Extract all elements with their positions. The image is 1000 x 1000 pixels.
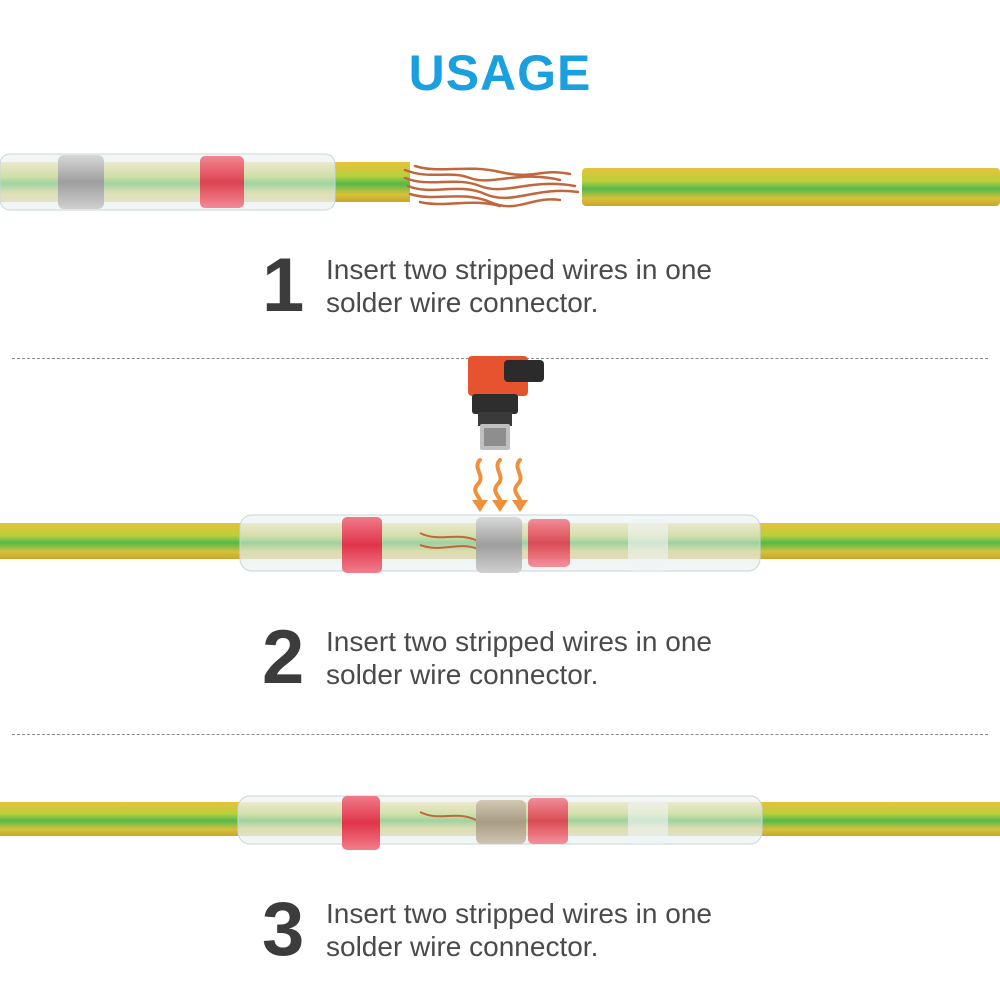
step-line-2: solder wire connector.	[326, 659, 599, 690]
step-line-1: Insert two stripped wires in one	[326, 254, 712, 285]
heat-gun-icon	[468, 356, 544, 450]
step-2: 2 Insert two stripped wires in one solde…	[262, 620, 712, 696]
step-line-2: solder wire connector.	[326, 931, 599, 962]
step-description: Insert two stripped wires in one solder …	[326, 897, 712, 963]
step-line-2: solder wire connector.	[326, 287, 599, 318]
step-3: 3 Insert two stripped wires in one solde…	[262, 892, 712, 968]
step-line-1: Insert two stripped wires in one	[326, 626, 712, 657]
page-title: USAGE	[408, 45, 592, 101]
step-number: 1	[262, 243, 305, 328]
wire-illustration-step-3	[0, 795, 1000, 850]
wire-illustration-step-1	[0, 153, 1000, 211]
step-description: Insert two stripped wires in one solder …	[326, 253, 712, 319]
step-line-1: Insert two stripped wires in one	[326, 898, 712, 929]
step-number: 3	[262, 887, 305, 972]
heat-arrows-icon	[472, 458, 528, 512]
section-divider	[12, 734, 988, 735]
step-number: 2	[262, 615, 305, 700]
copper-strands-icon	[403, 164, 580, 208]
wire-illustration-step-2	[0, 514, 1000, 573]
step-1: 1 Insert two stripped wires in one solde…	[262, 248, 712, 324]
step-description: Insert two stripped wires in one solder …	[326, 625, 712, 691]
